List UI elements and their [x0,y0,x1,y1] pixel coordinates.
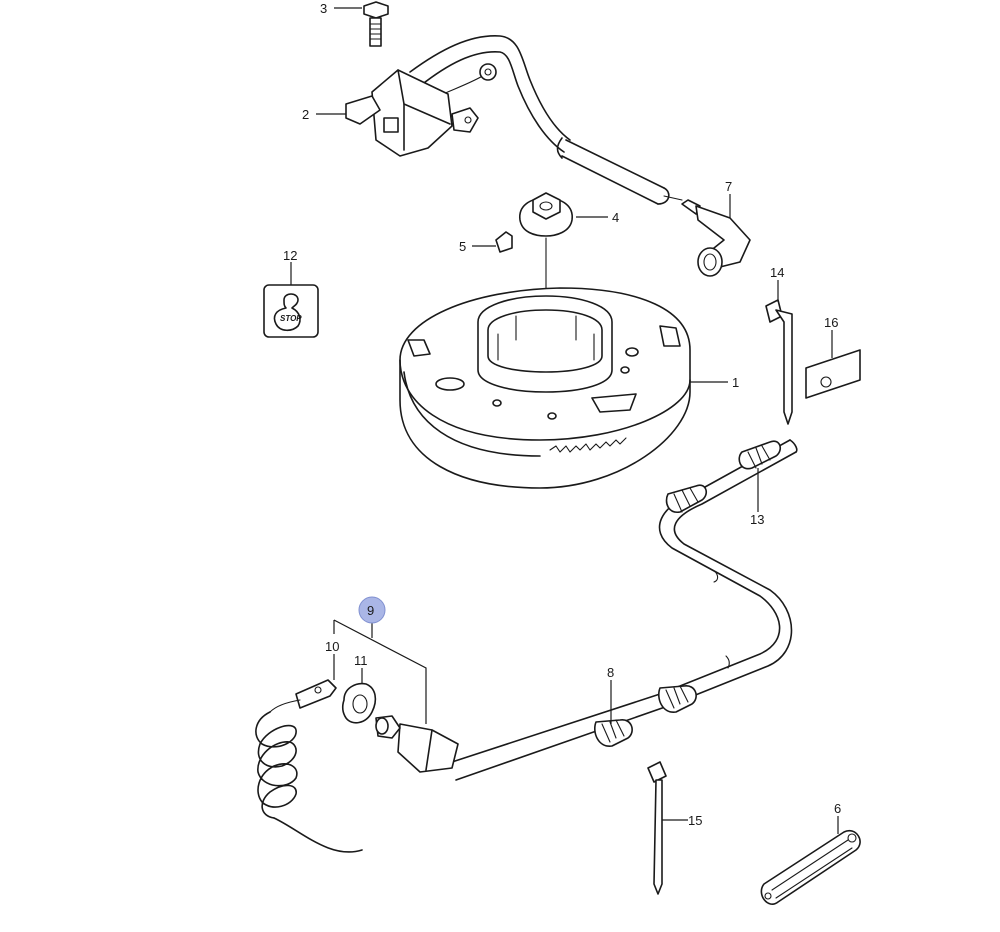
callout-1[interactable]: 1 [732,375,739,390]
callout-9[interactable]: 9 [367,603,374,618]
part-4-nut[interactable] [519,192,573,237]
callout-13[interactable]: 13 [750,512,764,527]
callout-16[interactable]: 16 [824,315,838,330]
callout-15[interactable]: 15 [688,813,702,828]
part-6-strap[interactable] [760,829,861,905]
callout-10[interactable]: 10 [325,639,339,654]
callout-9-highlight [358,596,386,624]
part-5-key[interactable] [495,231,513,253]
callout-8[interactable]: 8 [607,665,614,680]
callout-2[interactable]: 2 [302,107,309,122]
part-2-ignition-coil[interactable] [345,35,683,205]
part-10-clip[interactable] [269,679,337,713]
callout-7[interactable]: 7 [725,179,732,194]
callout-12[interactable]: 12 [283,248,297,263]
part-1-flywheel[interactable] [399,287,691,489]
part-12-stop-decal[interactable]: STOP [263,284,319,338]
part-7-spark-plug-cap[interactable] [681,199,751,277]
bracket-9 [333,619,427,724]
callout-3[interactable]: 3 [320,1,327,16]
lanyard-coil[interactable] [255,711,363,853]
part-15-cable-tie[interactable] [647,761,667,895]
callout-4[interactable]: 4 [612,210,619,225]
callout-14[interactable]: 14 [770,265,784,280]
callout-5[interactable]: 5 [459,239,466,254]
stop-switch-body[interactable] [375,715,459,773]
stop-decal-text: STOP [280,314,302,323]
part-14-clamp[interactable] [765,299,793,425]
callout-6[interactable]: 6 [834,801,841,816]
stop-switch-cable[interactable] [451,439,798,781]
part-3-bolt[interactable] [363,1,389,47]
part-11-nut[interactable] [341,682,377,724]
part-16-plate[interactable] [805,349,861,399]
callout-11[interactable]: 11 [354,653,368,668]
